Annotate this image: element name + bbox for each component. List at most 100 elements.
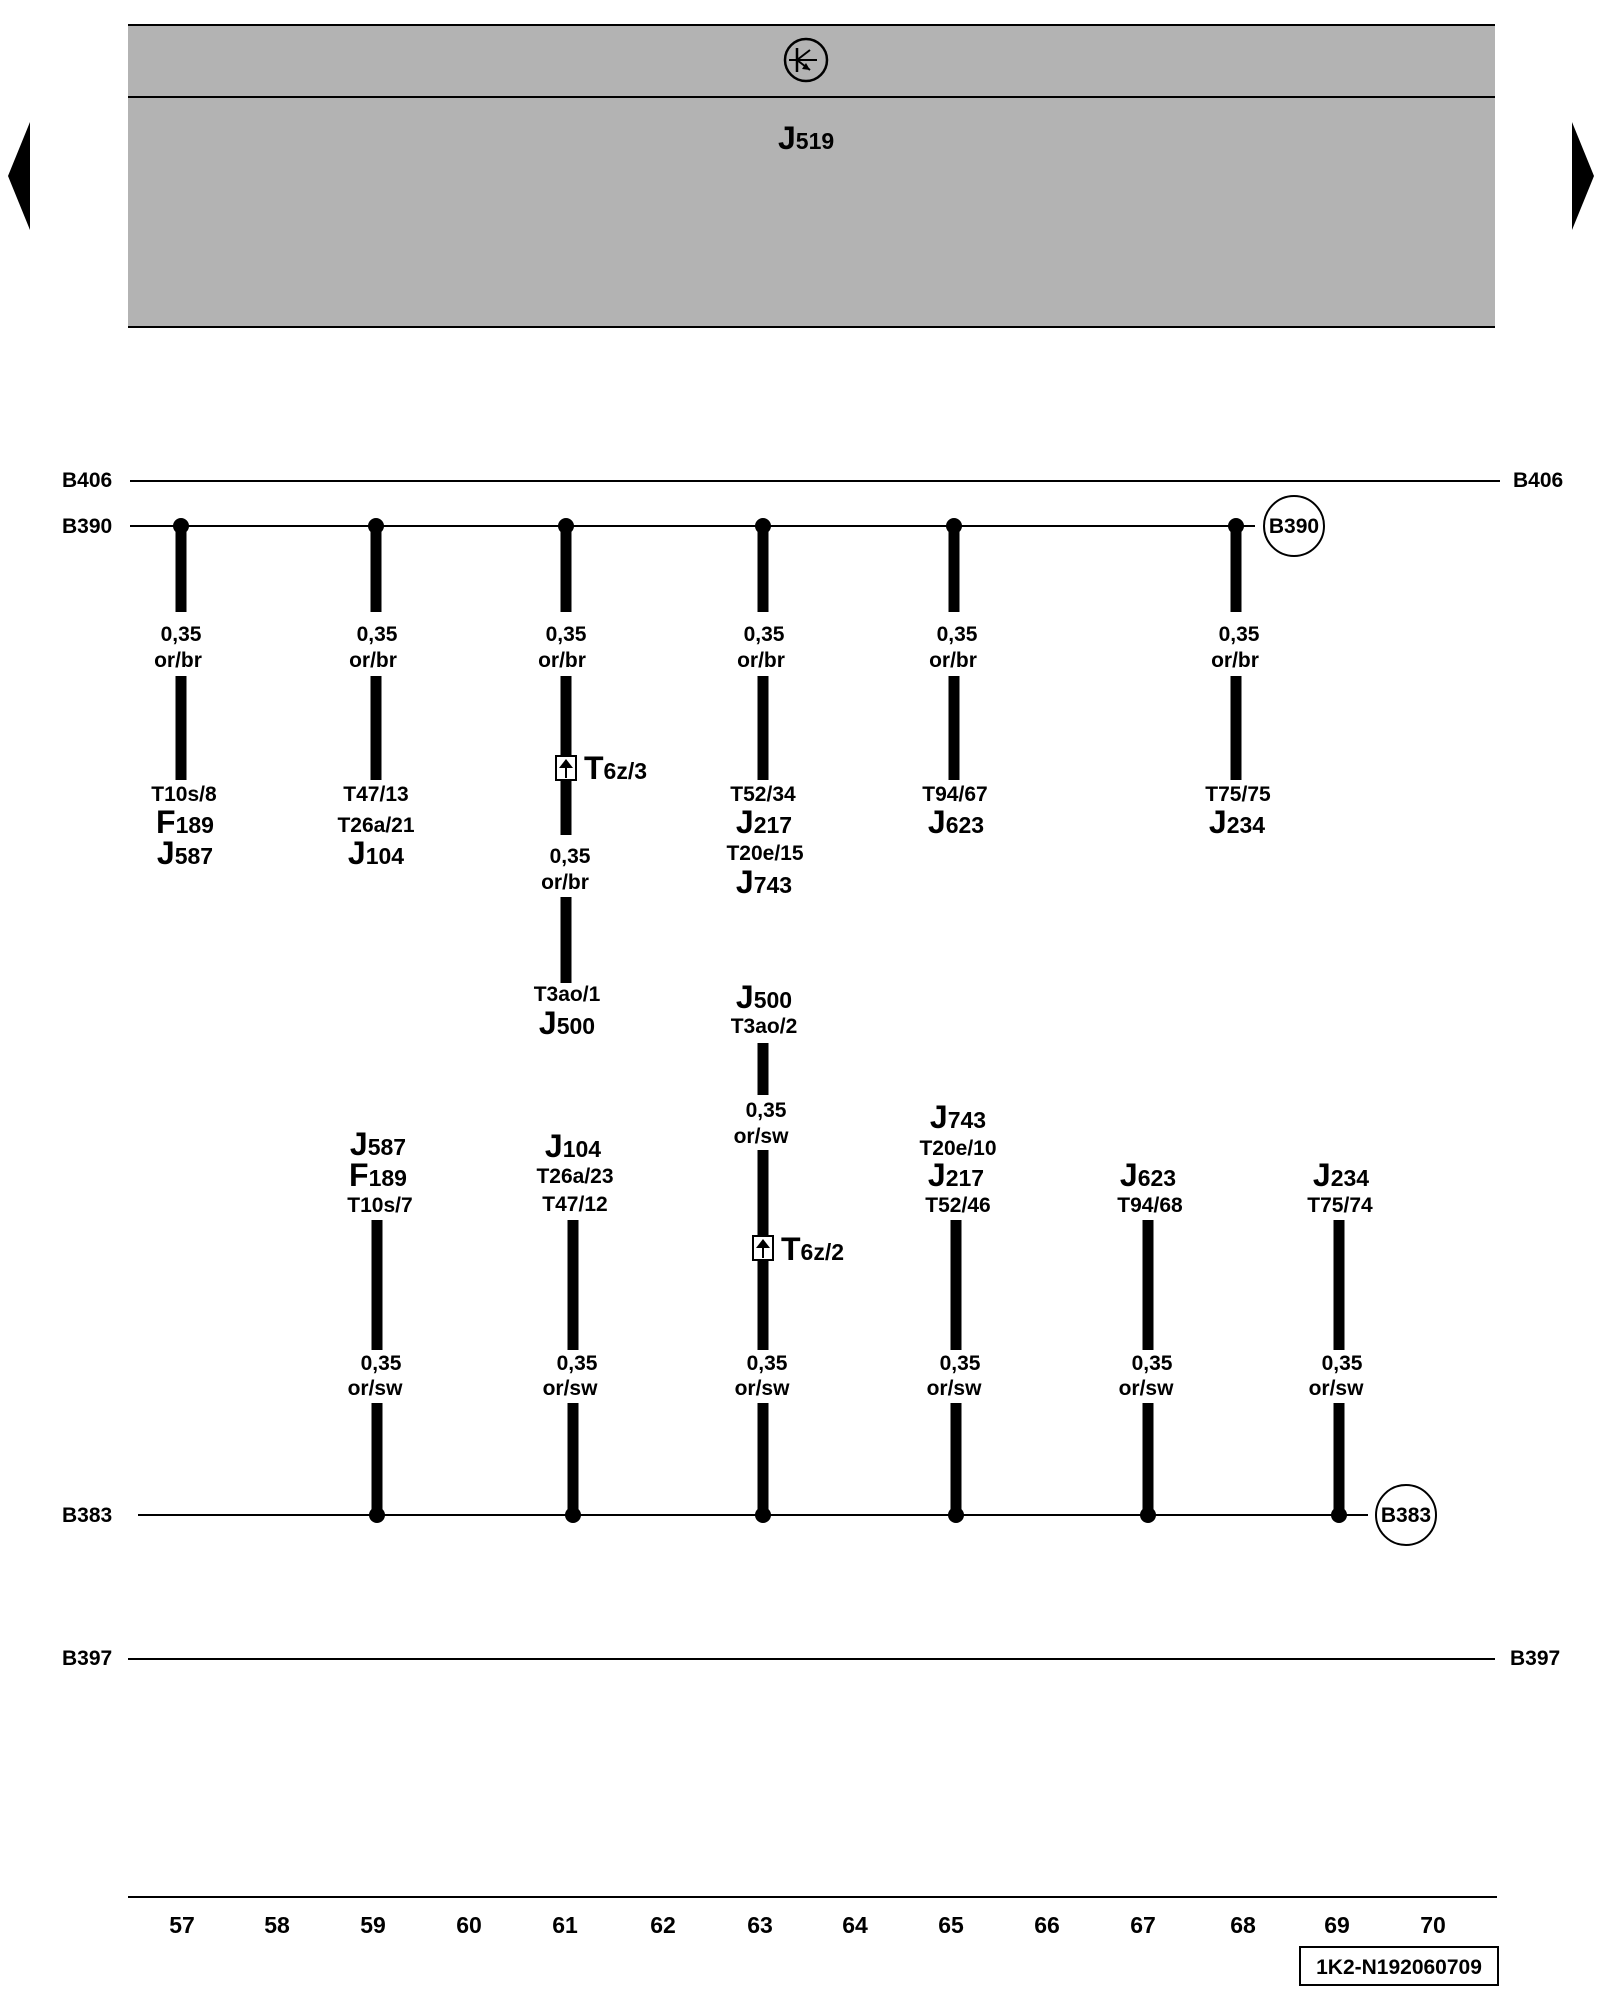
connector-pin: T20e/15 [726, 842, 803, 865]
wire-gauge: 0,35 [1132, 1352, 1173, 1375]
top-wire-3: 0,35 or/br T6z/3 0,35 or/br T3ao/1 J500 [534, 518, 647, 1041]
connector-pin: T94/67 [922, 783, 987, 806]
wire-color: or/br [154, 649, 202, 672]
component-label: J587 [350, 1126, 406, 1162]
bottom-wire-6: J234 T75/74 0,35 or/sw [1307, 1157, 1373, 1523]
column-number: 61 [552, 1912, 578, 1938]
column-number: 57 [169, 1912, 195, 1938]
wire-color: or/sw [735, 1377, 791, 1400]
component-label: F189 [349, 1157, 407, 1193]
column-number: 66 [1034, 1912, 1060, 1938]
wire-gauge: 0,35 [746, 1099, 787, 1122]
wire-gauge: 0,35 [937, 623, 978, 646]
splice-connector-icon [555, 755, 577, 781]
wire-gauge: 0,35 [357, 623, 398, 646]
top-wire-6: 0,35 or/br T75/75 J234 [1205, 518, 1271, 840]
component-label: J234 [1313, 1157, 1369, 1193]
component-label: J217 [736, 804, 792, 840]
component-label: J104 [545, 1128, 601, 1164]
component-label: J234 [1209, 804, 1265, 840]
column-number: 62 [650, 1912, 676, 1938]
control-unit-box: J519 [128, 24, 1495, 328]
bus-label-b406-left: B406 [62, 469, 112, 492]
wire-color: or/br [929, 649, 977, 672]
wire-color: or/sw [543, 1377, 599, 1400]
wire-gauge: 0,35 [744, 623, 785, 646]
bottom-wire-2: J104 T26a/23 T47/12 0,35 or/sw [536, 1128, 614, 1523]
component-label: J104 [348, 835, 404, 871]
bottom-wire-4: J743 T20e/10 J217 T52/46 0,35 or/sw [919, 1099, 997, 1523]
connector-pin: T47/13 [343, 783, 408, 806]
connector-pin: T75/74 [1307, 1194, 1373, 1217]
splice-connector-icon [752, 1235, 774, 1261]
splice-label: T6z/2 [781, 1231, 844, 1267]
wire-gauge: 0,35 [1322, 1352, 1363, 1375]
document-id-box: 1K2-N192060709 [1299, 1946, 1499, 1986]
wire-color: or/sw [1309, 1377, 1365, 1400]
wire-color: or/br [1211, 649, 1259, 672]
next-page-arrow-icon[interactable] [1572, 122, 1594, 230]
wire-color: or/sw [927, 1377, 983, 1400]
bus-reference-b390-label: B390 [1269, 515, 1319, 538]
connector-pin: T20e/10 [919, 1137, 996, 1160]
column-number: 64 [842, 1912, 868, 1938]
wire-gauge: 0,35 [361, 1352, 402, 1375]
top-wire-1: 0,35 or/br T10s/8 F189 J587 [151, 518, 217, 871]
bus-reference-b383[interactable]: B383 [1375, 1484, 1437, 1546]
wire-color: or/sw [734, 1125, 790, 1148]
wire-color: or/br [538, 649, 586, 672]
column-number: 70 [1420, 1912, 1446, 1938]
connector-pin: T75/75 [1205, 783, 1271, 806]
control-unit-label: J519 [778, 120, 834, 156]
connector-pin: T52/34 [730, 783, 796, 806]
splice-label: T6z/3 [584, 750, 647, 786]
wire-gauge: 0,35 [161, 623, 202, 646]
connector-pin: T26a/21 [337, 814, 414, 837]
bus-label-b397-right: B397 [1510, 1647, 1560, 1670]
bus-label-b383-left: B383 [62, 1504, 112, 1527]
column-number: 67 [1130, 1912, 1156, 1938]
bottom-wire-1: J587 F189 T10s/7 0,35 or/sw [347, 1126, 413, 1523]
component-label: J743 [930, 1099, 986, 1135]
component-label: J587 [157, 835, 213, 871]
connector-pin: T3ao/2 [731, 1015, 798, 1038]
component-label: J623 [928, 804, 984, 840]
column-number: 65 [938, 1912, 964, 1938]
wire-gauge: 0,35 [940, 1352, 981, 1375]
component-label: J743 [736, 864, 792, 900]
wire-gauge: 0,35 [1219, 623, 1260, 646]
bus-reference-b390[interactable]: B390 [1263, 495, 1325, 557]
connector-pin: T3ao/1 [534, 983, 601, 1006]
component-label: F189 [156, 804, 214, 840]
column-number: 60 [456, 1912, 482, 1938]
bus-label-b390-left: B390 [62, 515, 112, 538]
wire-color: or/sw [1119, 1377, 1175, 1400]
connector-pin: T26a/23 [536, 1165, 613, 1188]
column-number: 68 [1230, 1912, 1256, 1938]
previous-page-arrow-icon[interactable] [8, 122, 30, 230]
component-label: J500 [736, 979, 792, 1015]
wire-gauge: 0,35 [557, 1352, 598, 1375]
component-label: J500 [539, 1005, 595, 1041]
column-number: 59 [360, 1912, 386, 1938]
wire-gauge: 0,35 [747, 1352, 788, 1375]
bus-label-b397-left: B397 [62, 1647, 112, 1670]
column-number: 69 [1324, 1912, 1350, 1938]
bus-reference-b383-label: B383 [1381, 1504, 1431, 1527]
wire-color: or/br [349, 649, 397, 672]
column-number: 58 [264, 1912, 290, 1938]
connector-pin: T10s/7 [347, 1194, 412, 1217]
connector-pin: T10s/8 [151, 783, 217, 806]
component-label: J623 [1120, 1157, 1176, 1193]
bus-label-b406-right: B406 [1513, 469, 1563, 492]
bottom-wire-3: J500 T3ao/2 0,35 or/sw T6z/2 0,35 or/sw [731, 979, 844, 1523]
connector-pin: T47/12 [542, 1193, 607, 1216]
wire-color: or/br [737, 649, 785, 672]
ground-icon [783, 37, 829, 83]
wire-gauge: 0,35 [550, 845, 591, 868]
component-label: J217 [928, 1157, 984, 1193]
top-wire-2: 0,35 or/br T47/13 T26a/21 J104 [337, 518, 415, 871]
top-wire-4: 0,35 or/br T52/34 J217 T20e/15 J743 [726, 518, 804, 900]
wire-gauge: 0,35 [546, 623, 587, 646]
